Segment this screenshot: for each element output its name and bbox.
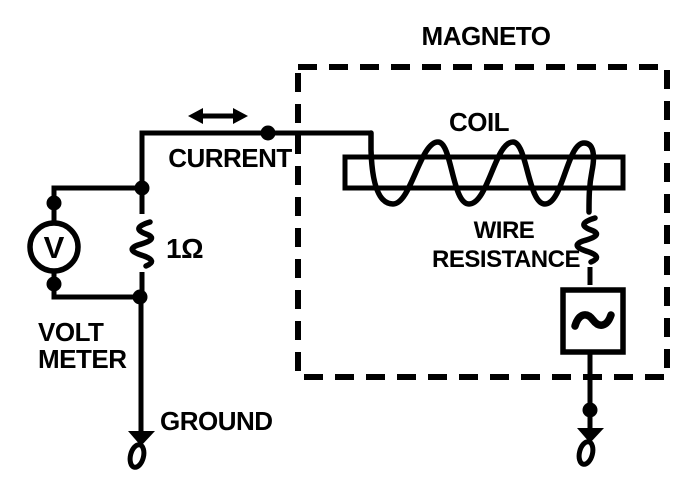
ground-loop-right <box>576 439 596 467</box>
junction-dot-shunt-top <box>134 180 150 196</box>
ground-label: GROUND <box>160 406 273 436</box>
ground-loop-left <box>127 442 147 470</box>
terminal-dot-voltmeter-bottom <box>46 276 62 292</box>
current-arrow-right-head <box>233 108 248 124</box>
junction-dot-current <box>260 125 276 141</box>
ground-symbol-right <box>576 428 604 467</box>
voltmeter-symbol: V <box>44 230 65 265</box>
current-label: CURRENT <box>168 143 292 173</box>
shunt-resistor-value: 1Ω <box>166 233 203 264</box>
junction-dot-right-ground <box>582 402 598 418</box>
junction-dot-shunt-bottom <box>132 289 148 305</box>
coil-winding <box>368 130 597 215</box>
voltmeter-label-line1: VOLT <box>38 317 104 347</box>
wire-top-feed <box>139 130 371 188</box>
coil-core-bar <box>342 154 626 191</box>
coil-label: COIL <box>449 107 510 137</box>
ac-waveform-icon <box>571 311 615 330</box>
wire-resistance-label-line2: RESISTANCE <box>432 246 580 273</box>
wire-voltmeter-top <box>51 185 142 223</box>
voltmeter-label-line2: METER <box>38 344 127 374</box>
terminal-dot-voltmeter-top <box>46 195 62 211</box>
wire-resistance-label-line1: WIRE <box>474 217 535 244</box>
ground-symbol-left <box>127 431 155 470</box>
ground-arrowhead-right <box>577 428 604 443</box>
current-arrow <box>188 108 248 124</box>
ground-arrowhead-left <box>128 431 155 446</box>
voltmeter-circle <box>27 220 81 274</box>
junction-dots <box>46 125 598 418</box>
current-arrow-left-head <box>188 108 203 124</box>
shunt-resistor-squiggle <box>129 219 155 269</box>
magneto-label: MAGNETO <box>422 21 551 51</box>
wire-resistance-squiggle <box>574 215 600 265</box>
